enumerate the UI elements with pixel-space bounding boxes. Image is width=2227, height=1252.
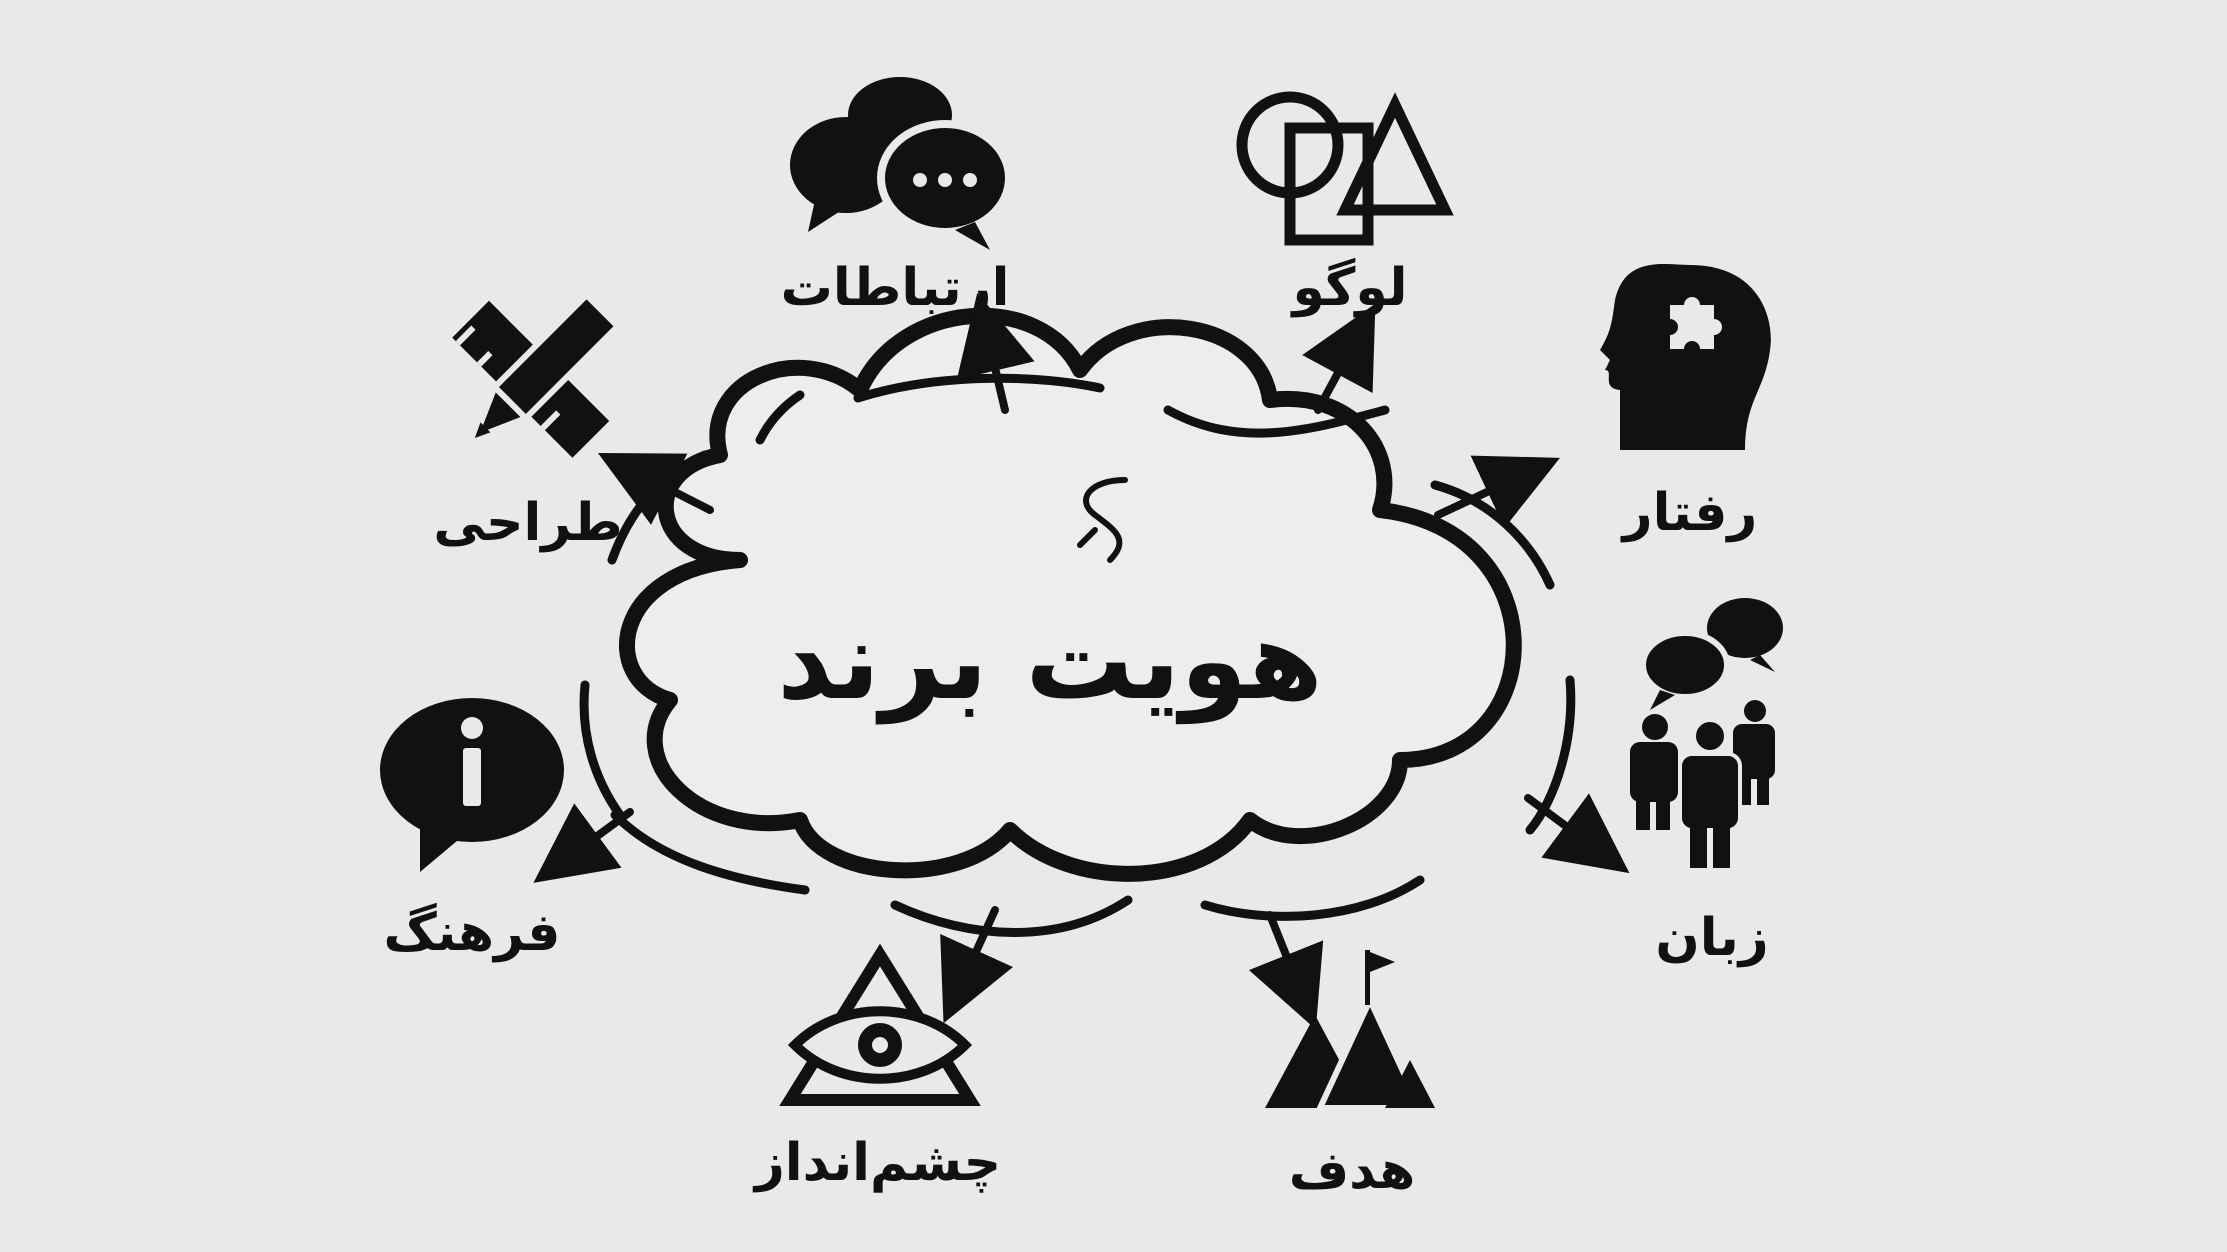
label-goal: هدف (1289, 1141, 1416, 1201)
arrow-communication (956, 292, 1035, 414)
mountain-flag-icon (1265, 950, 1435, 1111)
label-behavior: رفتار (1620, 483, 1758, 543)
arrow-culture (533, 803, 634, 883)
label-design: طراحی (433, 493, 622, 553)
arrow-vision (940, 906, 1014, 1024)
speech-bubbles-icon (790, 77, 1013, 250)
brand-monogram-icon (1077, 477, 1128, 563)
center-title: هویت برند (777, 599, 1323, 725)
pencil-ruler-icon (452, 290, 622, 458)
label-logo: لوگو (1290, 257, 1408, 318)
label-communication: ارتباطات (781, 258, 1010, 318)
arrow-design (597, 452, 714, 525)
head-puzzle-icon (1600, 264, 1771, 450)
geometric-shapes-icon (1236, 91, 1454, 246)
central-cloud (618, 307, 1522, 882)
people-talking-icon (1630, 598, 1783, 868)
label-culture: فرهنگ (384, 902, 561, 963)
label-vision: چشم‌انداز (752, 1133, 1001, 1193)
label-language: زبان (1655, 908, 1768, 968)
arrows (533, 292, 1630, 1030)
arrow-logo (1302, 303, 1376, 414)
arrow-goal (1248, 911, 1324, 1030)
eye-triangle-icon (779, 943, 981, 1106)
arrow-language (1524, 793, 1630, 874)
info-bubble-icon (380, 698, 564, 872)
arrow-behavior (1434, 455, 1560, 529)
